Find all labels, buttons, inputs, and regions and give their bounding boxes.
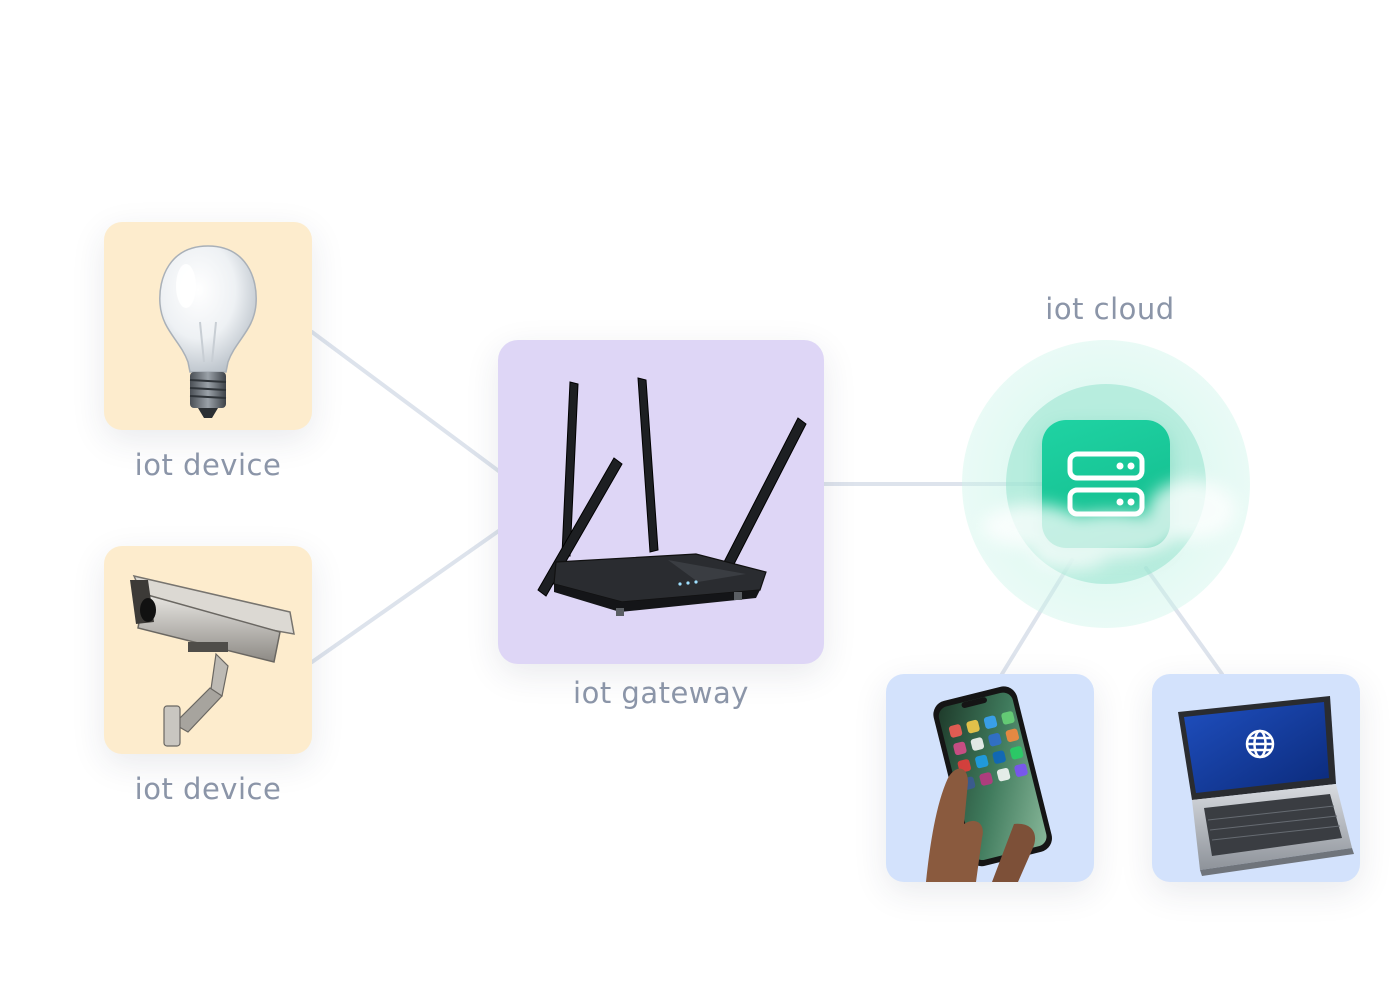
iot-device-label: iot device: [134, 448, 282, 482]
iot-device-camera-tile: [104, 546, 312, 754]
iot-gateway-label: iot gateway: [573, 676, 749, 710]
edge-bulb-gateway: [310, 330, 502, 474]
laptop-client-tile: [1152, 674, 1360, 882]
iot-device-label: iot device: [134, 772, 282, 806]
cloud-fog-icon: [982, 480, 1236, 570]
iot-cloud-label: iot cloud: [1045, 292, 1175, 326]
edge-camera-gateway: [310, 528, 502, 664]
iot-device-bulb-tile: [104, 222, 312, 430]
iot-gateway-tile: [498, 340, 824, 664]
iot-cloud-node: [962, 340, 1250, 628]
wifi-router-icon: [537, 377, 807, 616]
smartphone-icon: [926, 686, 1052, 882]
light-bulb-icon: [159, 245, 257, 418]
security-camera-icon: [130, 574, 295, 747]
laptop-icon: [1178, 696, 1354, 876]
smartphone-client-tile: [886, 674, 1094, 882]
